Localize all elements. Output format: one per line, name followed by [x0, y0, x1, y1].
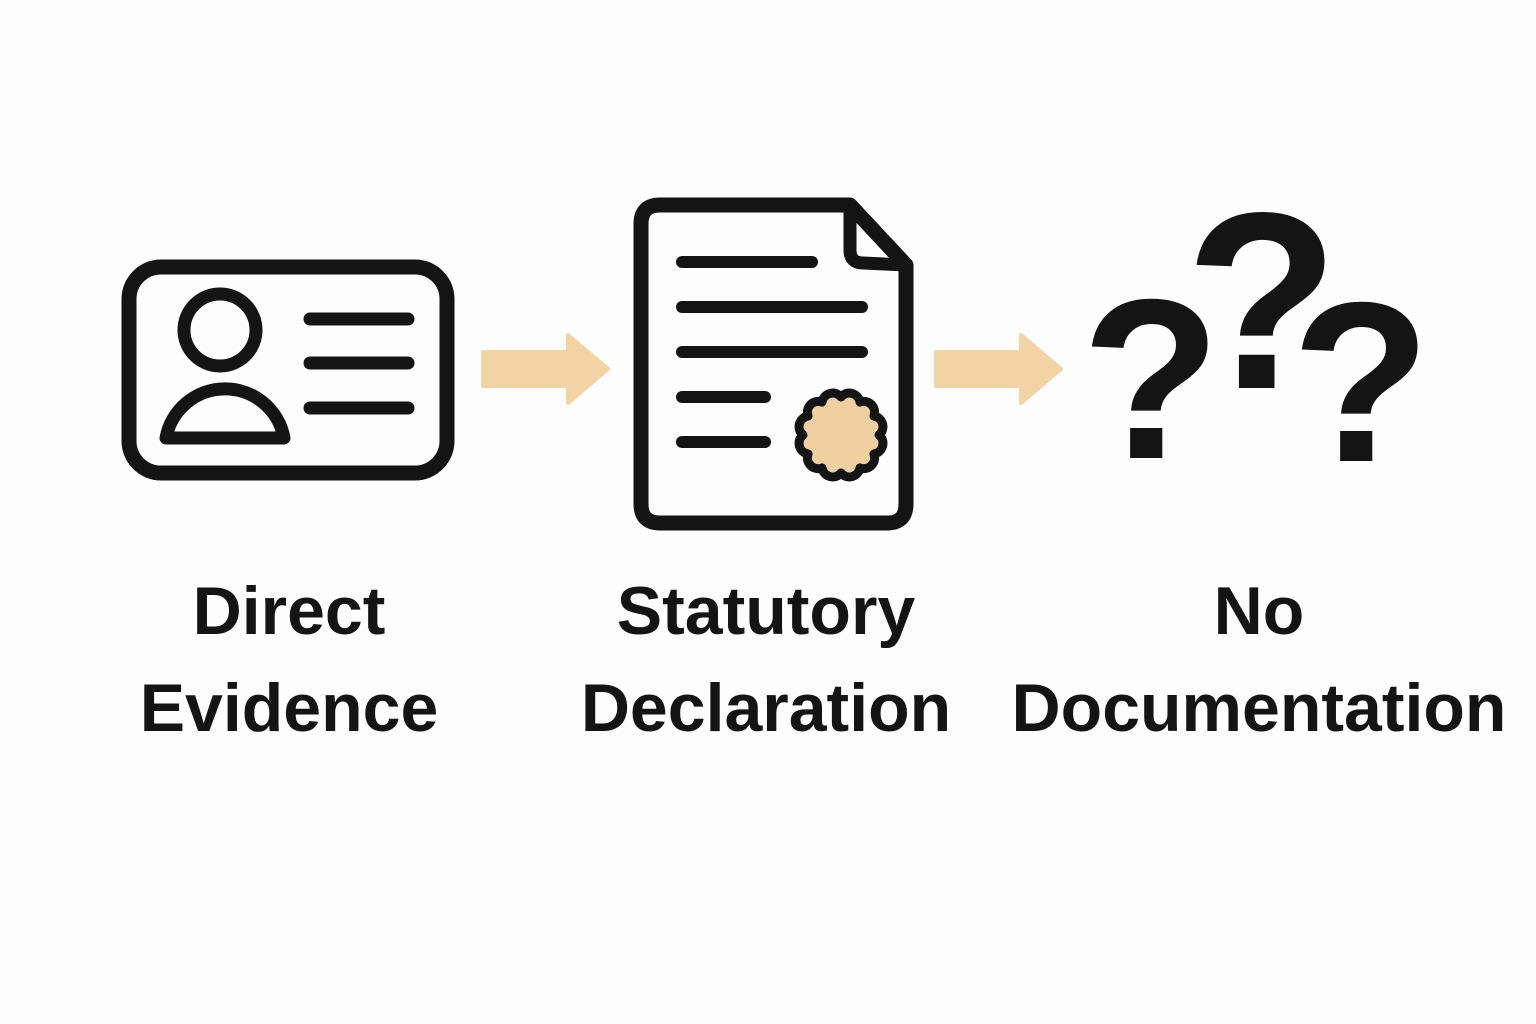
- seal-icon: [794, 388, 888, 482]
- question-mark-icon: ?: [1291, 256, 1431, 510]
- document-with-seal-icon: [633, 197, 914, 531]
- step-label-line: Documentation: [1011, 670, 1507, 746]
- question-mark-icon: ?: [1081, 253, 1221, 507]
- person-head-shape: [177, 287, 263, 373]
- arrow-right-icon: [481, 333, 610, 405]
- person-shoulders-shape: [159, 382, 291, 445]
- step-label-no-documentation: No Documentation: [1012, 563, 1507, 757]
- step-label-direct-evidence: Direct Evidence: [140, 563, 439, 757]
- step-label-statutory-declaration: Statutory Declaration: [581, 563, 951, 757]
- step-label-line: Statutory: [616, 573, 916, 649]
- folded-corner-shape: [843, 198, 913, 272]
- step-label-line: Direct: [192, 573, 386, 649]
- step-label-line: Evidence: [139, 670, 439, 746]
- question-mark-icon: ?: [1185, 161, 1339, 442]
- id-card-icon: [121, 259, 455, 481]
- step-label-line: No: [1213, 573, 1305, 649]
- step-label-line: Declaration: [580, 670, 952, 746]
- arrow-right-icon: [934, 333, 1063, 405]
